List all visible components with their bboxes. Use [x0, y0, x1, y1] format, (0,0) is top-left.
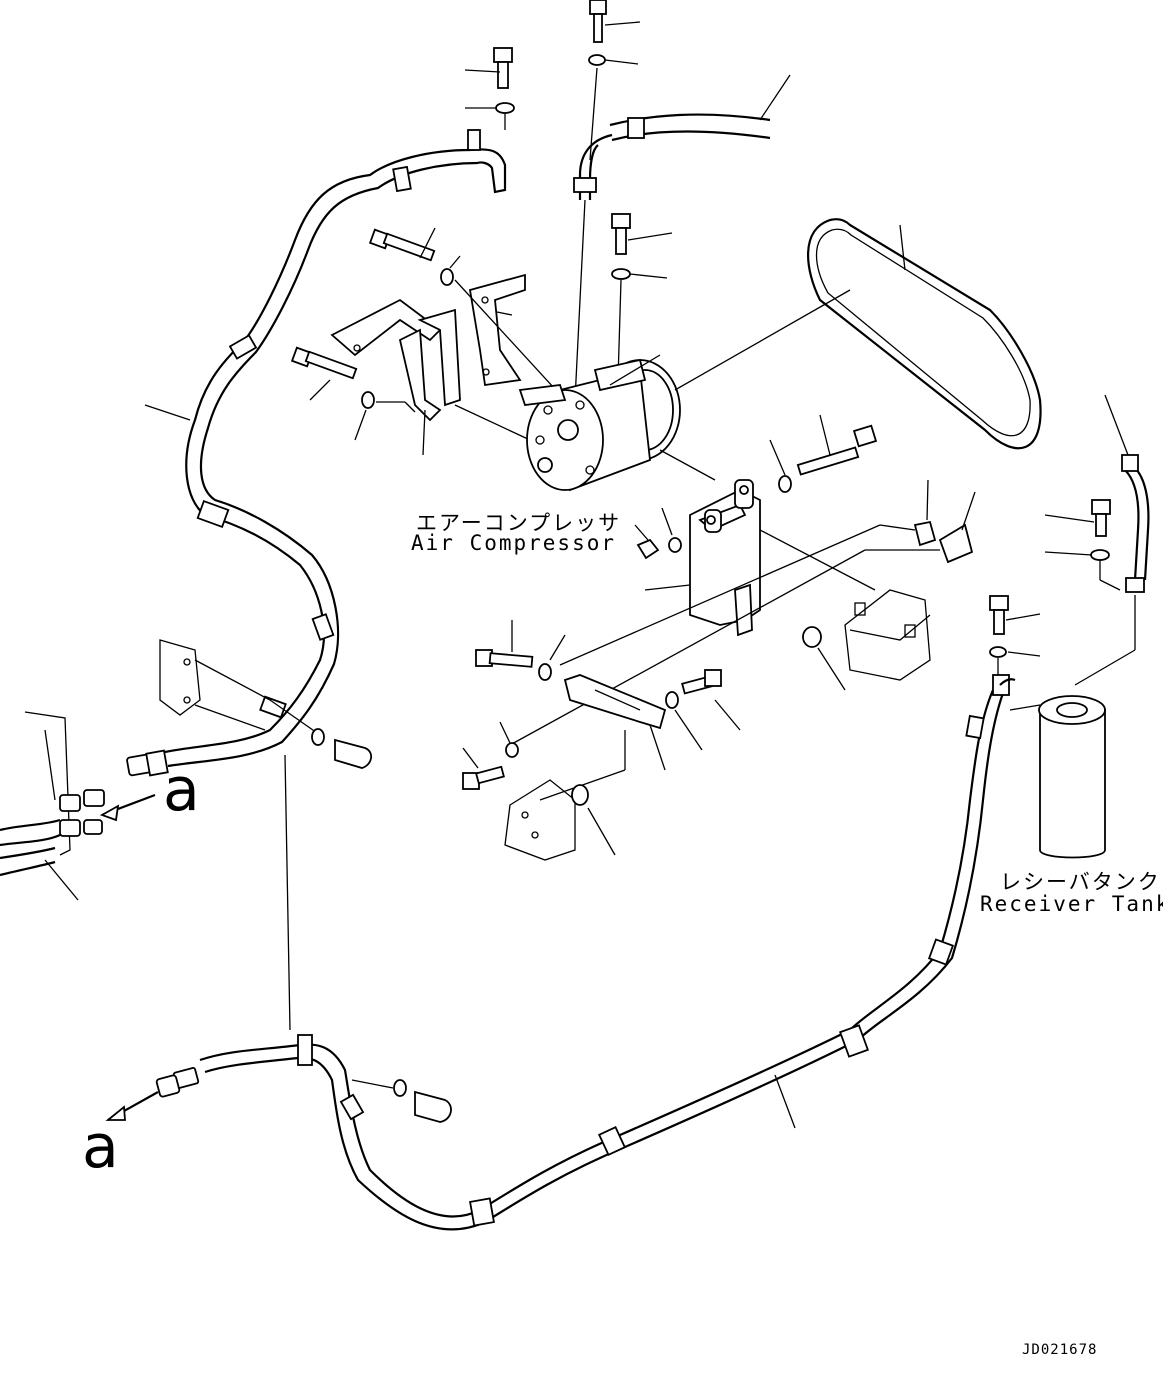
drawing-code: JD021678: [1022, 1342, 1098, 1358]
receiver-tank-label-jp: レシーバタンク: [1000, 870, 1161, 894]
hardware-top: [464, 0, 673, 381]
suction-hose: [126, 129, 507, 1031]
reference-marker-lower: a: [82, 1112, 119, 1182]
engine-side-brackets: [509, 479, 976, 746]
liquid-hose: [105, 595, 1041, 1231]
receiver-tank: [1009, 695, 1106, 859]
belt-adjuster: [462, 620, 741, 861]
expansion-valve-connectors: [0, 711, 156, 901]
compressor-mount: [634, 414, 878, 637]
air-compressor-label-jp: エアーコンプレッサ: [416, 511, 622, 535]
compressor-brackets: [290, 227, 566, 456]
receiver-tank-label-en: Receiver Tank: [980, 892, 1163, 916]
reference-marker-upper: a: [163, 755, 200, 825]
discharge-hose-upper: [573, 74, 791, 401]
air-compressor: [518, 289, 851, 492]
air-compressor-label-en: Air Compressor: [411, 531, 617, 555]
receiver-hose-upper: [1044, 394, 1150, 686]
v-belt: [806, 218, 1042, 450]
